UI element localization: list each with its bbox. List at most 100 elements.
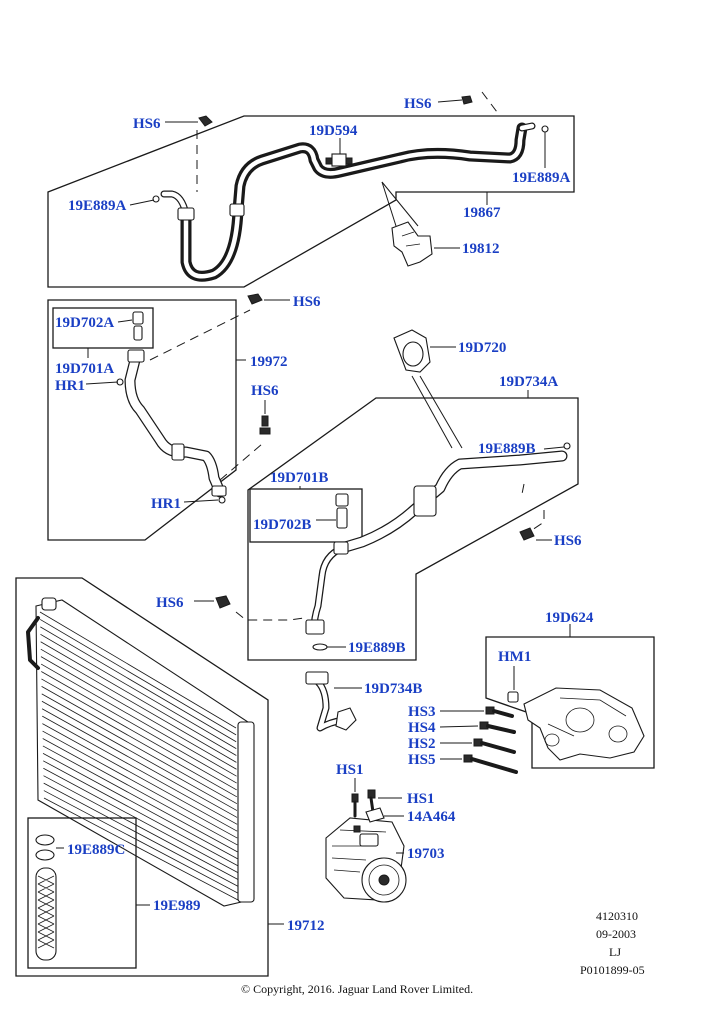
label-19e889b-b[interactable]: 19E889B <box>348 640 406 656</box>
label-19d594[interactable]: 19D594 <box>309 123 358 139</box>
label-19d734a[interactable]: 19D734A <box>499 374 558 390</box>
label-19d734b[interactable]: 19D734B <box>364 681 422 697</box>
label-19d624[interactable]: 19D624 <box>545 610 594 626</box>
label-hs5[interactable]: HS5 <box>408 752 436 768</box>
condenser-fin-line <box>42 738 238 846</box>
condenser-fin-line <box>42 723 238 832</box>
label-hs4[interactable]: HS4 <box>408 720 436 736</box>
bolt-hs6-c-icon[interactable] <box>247 293 263 305</box>
label-19972[interactable]: 19972 <box>250 354 288 370</box>
condenser-fin-line <box>43 767 238 873</box>
condenser-fin-line <box>41 686 237 798</box>
label-hr1-a[interactable]: HR1 <box>55 378 85 394</box>
label-14a464[interactable]: 14A464 <box>407 809 456 825</box>
condenser-fin-line <box>39 611 237 729</box>
label-19e889a-right[interactable]: 19E889A <box>512 170 571 186</box>
label-19d702b[interactable]: 19D702B <box>253 517 311 533</box>
bracket-19d624[interactable] <box>523 687 645 761</box>
condenser-fin-line <box>40 641 237 756</box>
pipe-19d734b[interactable] <box>305 671 362 732</box>
label-19703[interactable]: 19703 <box>407 846 445 862</box>
label-hs6-d[interactable]: HS6 <box>251 383 279 399</box>
label-hs6-c[interactable]: HS6 <box>293 294 321 310</box>
oring-19e889a-right-icon[interactable] <box>541 125 549 133</box>
label-hs6-e[interactable]: HS6 <box>554 533 582 549</box>
bracket-19812[interactable] <box>391 221 433 267</box>
drawing-code: 4120310 <box>596 909 638 923</box>
label-19e889b-a[interactable]: 19E889B <box>478 441 536 457</box>
label-hs1-b[interactable]: HS1 <box>407 791 435 807</box>
label-hs2[interactable]: HS2 <box>408 736 436 752</box>
bolt-hs6-e-icon[interactable] <box>519 527 535 541</box>
oring-19e889a-left-icon[interactable] <box>152 195 160 203</box>
label-19d701a[interactable]: 19D701A <box>55 361 114 377</box>
label-19e989[interactable]: 19E989 <box>153 898 201 914</box>
group-19712 <box>15 577 284 977</box>
condenser-fin-line <box>40 648 237 763</box>
condenser-fin-line <box>43 782 239 887</box>
condenser-fin-line <box>42 730 238 839</box>
label-19712[interactable]: 19712 <box>287 918 325 934</box>
clip-19d720[interactable] <box>393 329 431 373</box>
label-19d702a[interactable]: 19D702A <box>55 315 114 331</box>
label-19e889a-left[interactable]: 19E889A <box>68 198 127 214</box>
bolt-hs3-icon[interactable] <box>485 706 514 718</box>
label-19812[interactable]: 19812 <box>462 241 500 257</box>
label-19d720[interactable]: 19D720 <box>458 340 506 356</box>
pressure-sensor-19d594[interactable] <box>325 153 353 167</box>
oring-hr1-b-icon[interactable] <box>218 496 226 504</box>
bolt-hs2-icon[interactable] <box>473 738 516 754</box>
condenser-fin-line <box>40 656 237 770</box>
bolt-hs1-b-icon[interactable] <box>367 789 376 814</box>
group-19d734a <box>194 329 579 661</box>
bolt-hs6-d-icon[interactable] <box>259 415 271 435</box>
bolt-hs6-b-icon[interactable] <box>461 95 473 105</box>
label-hs6-b[interactable]: HS6 <box>404 96 432 112</box>
valve-19d702a-icon[interactable] <box>132 311 144 341</box>
condenser-fin-line <box>42 745 238 853</box>
group-19867 <box>47 91 575 288</box>
label-hs6-f[interactable]: HS6 <box>156 595 184 611</box>
condenser-fin-line <box>41 708 238 818</box>
bolt-hs1-a-icon[interactable] <box>351 793 359 818</box>
condenser-fin-line <box>41 678 237 791</box>
condenser-fin-line <box>43 760 238 866</box>
condenser-fin-line <box>40 663 237 777</box>
drawing-ref: P0101899-05 <box>580 963 645 977</box>
bolt-hs5-icon[interactable] <box>463 754 518 774</box>
label-19867[interactable]: 19867 <box>463 205 501 221</box>
label-hs1-a[interactable]: HS1 <box>336 762 364 778</box>
label-hr1-b[interactable]: HR1 <box>151 496 181 512</box>
bolt-hs6-f-icon[interactable] <box>215 595 231 609</box>
bush-hm1-icon[interactable] <box>507 691 519 703</box>
drawing-initials: LJ <box>609 945 621 959</box>
condenser-fin-line <box>40 626 237 743</box>
valve-19d702b-icon[interactable] <box>335 493 349 529</box>
condenser-fin-line <box>43 790 239 894</box>
group-19d624 <box>439 624 655 774</box>
condenser-fin-line <box>41 700 238 811</box>
condenser-fin-line <box>39 619 237 736</box>
label-hs3[interactable]: HS3 <box>408 704 436 720</box>
drawing-date: 09-2003 <box>596 927 636 941</box>
label-19e889c[interactable]: 19E889C <box>67 842 125 858</box>
condenser-fin-line <box>41 671 237 784</box>
condenser-19712[interactable] <box>26 597 255 907</box>
label-19d701b[interactable]: 19D701B <box>270 470 328 486</box>
bolt-hs6-a-icon[interactable] <box>198 115 213 127</box>
condenser-fin-line <box>40 633 237 749</box>
oring-19e889c-icon[interactable] <box>35 834 55 861</box>
bolt-hs4-icon[interactable] <box>479 721 516 734</box>
condenser-fin-line <box>42 753 238 860</box>
condenser-fin-line <box>43 775 238 880</box>
condenser-fin-line <box>42 715 238 825</box>
clip-14a464-icon[interactable] <box>365 807 385 823</box>
condenser-fin-line <box>41 693 238 805</box>
label-hs6-a[interactable]: HS6 <box>133 116 161 132</box>
filter-drier-19e989-icon[interactable] <box>35 867 57 961</box>
oring-19e889b-b-icon[interactable] <box>312 643 328 651</box>
label-hm1[interactable]: HM1 <box>498 649 531 665</box>
oring-19e889b-a-icon[interactable] <box>563 442 571 450</box>
copyright-notice: © Copyright, 2016. Jaguar Land Rover Lim… <box>241 982 473 996</box>
compressor-19703[interactable] <box>325 817 407 903</box>
